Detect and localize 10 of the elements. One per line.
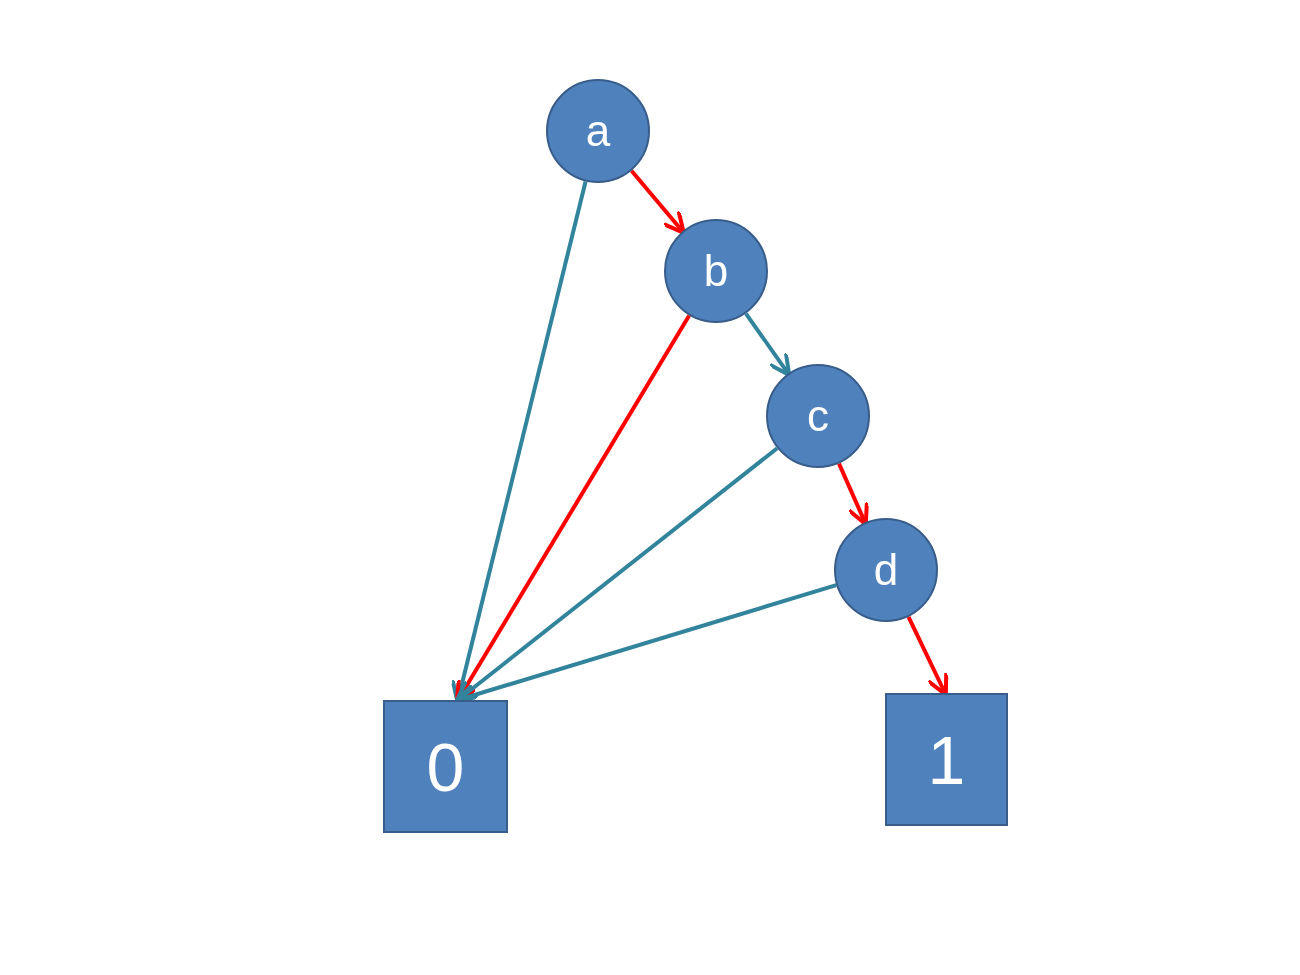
- square-node: [885, 693, 1008, 826]
- square-node: [383, 700, 508, 833]
- arrow: [630, 169, 686, 235]
- node-label: 0: [426, 727, 465, 806]
- node-label: 1: [927, 720, 966, 799]
- node-label: b: [703, 246, 729, 296]
- node-label: d: [873, 545, 899, 595]
- node-label: a: [585, 106, 611, 156]
- node-label: c: [807, 391, 829, 441]
- arrow: [744, 312, 792, 378]
